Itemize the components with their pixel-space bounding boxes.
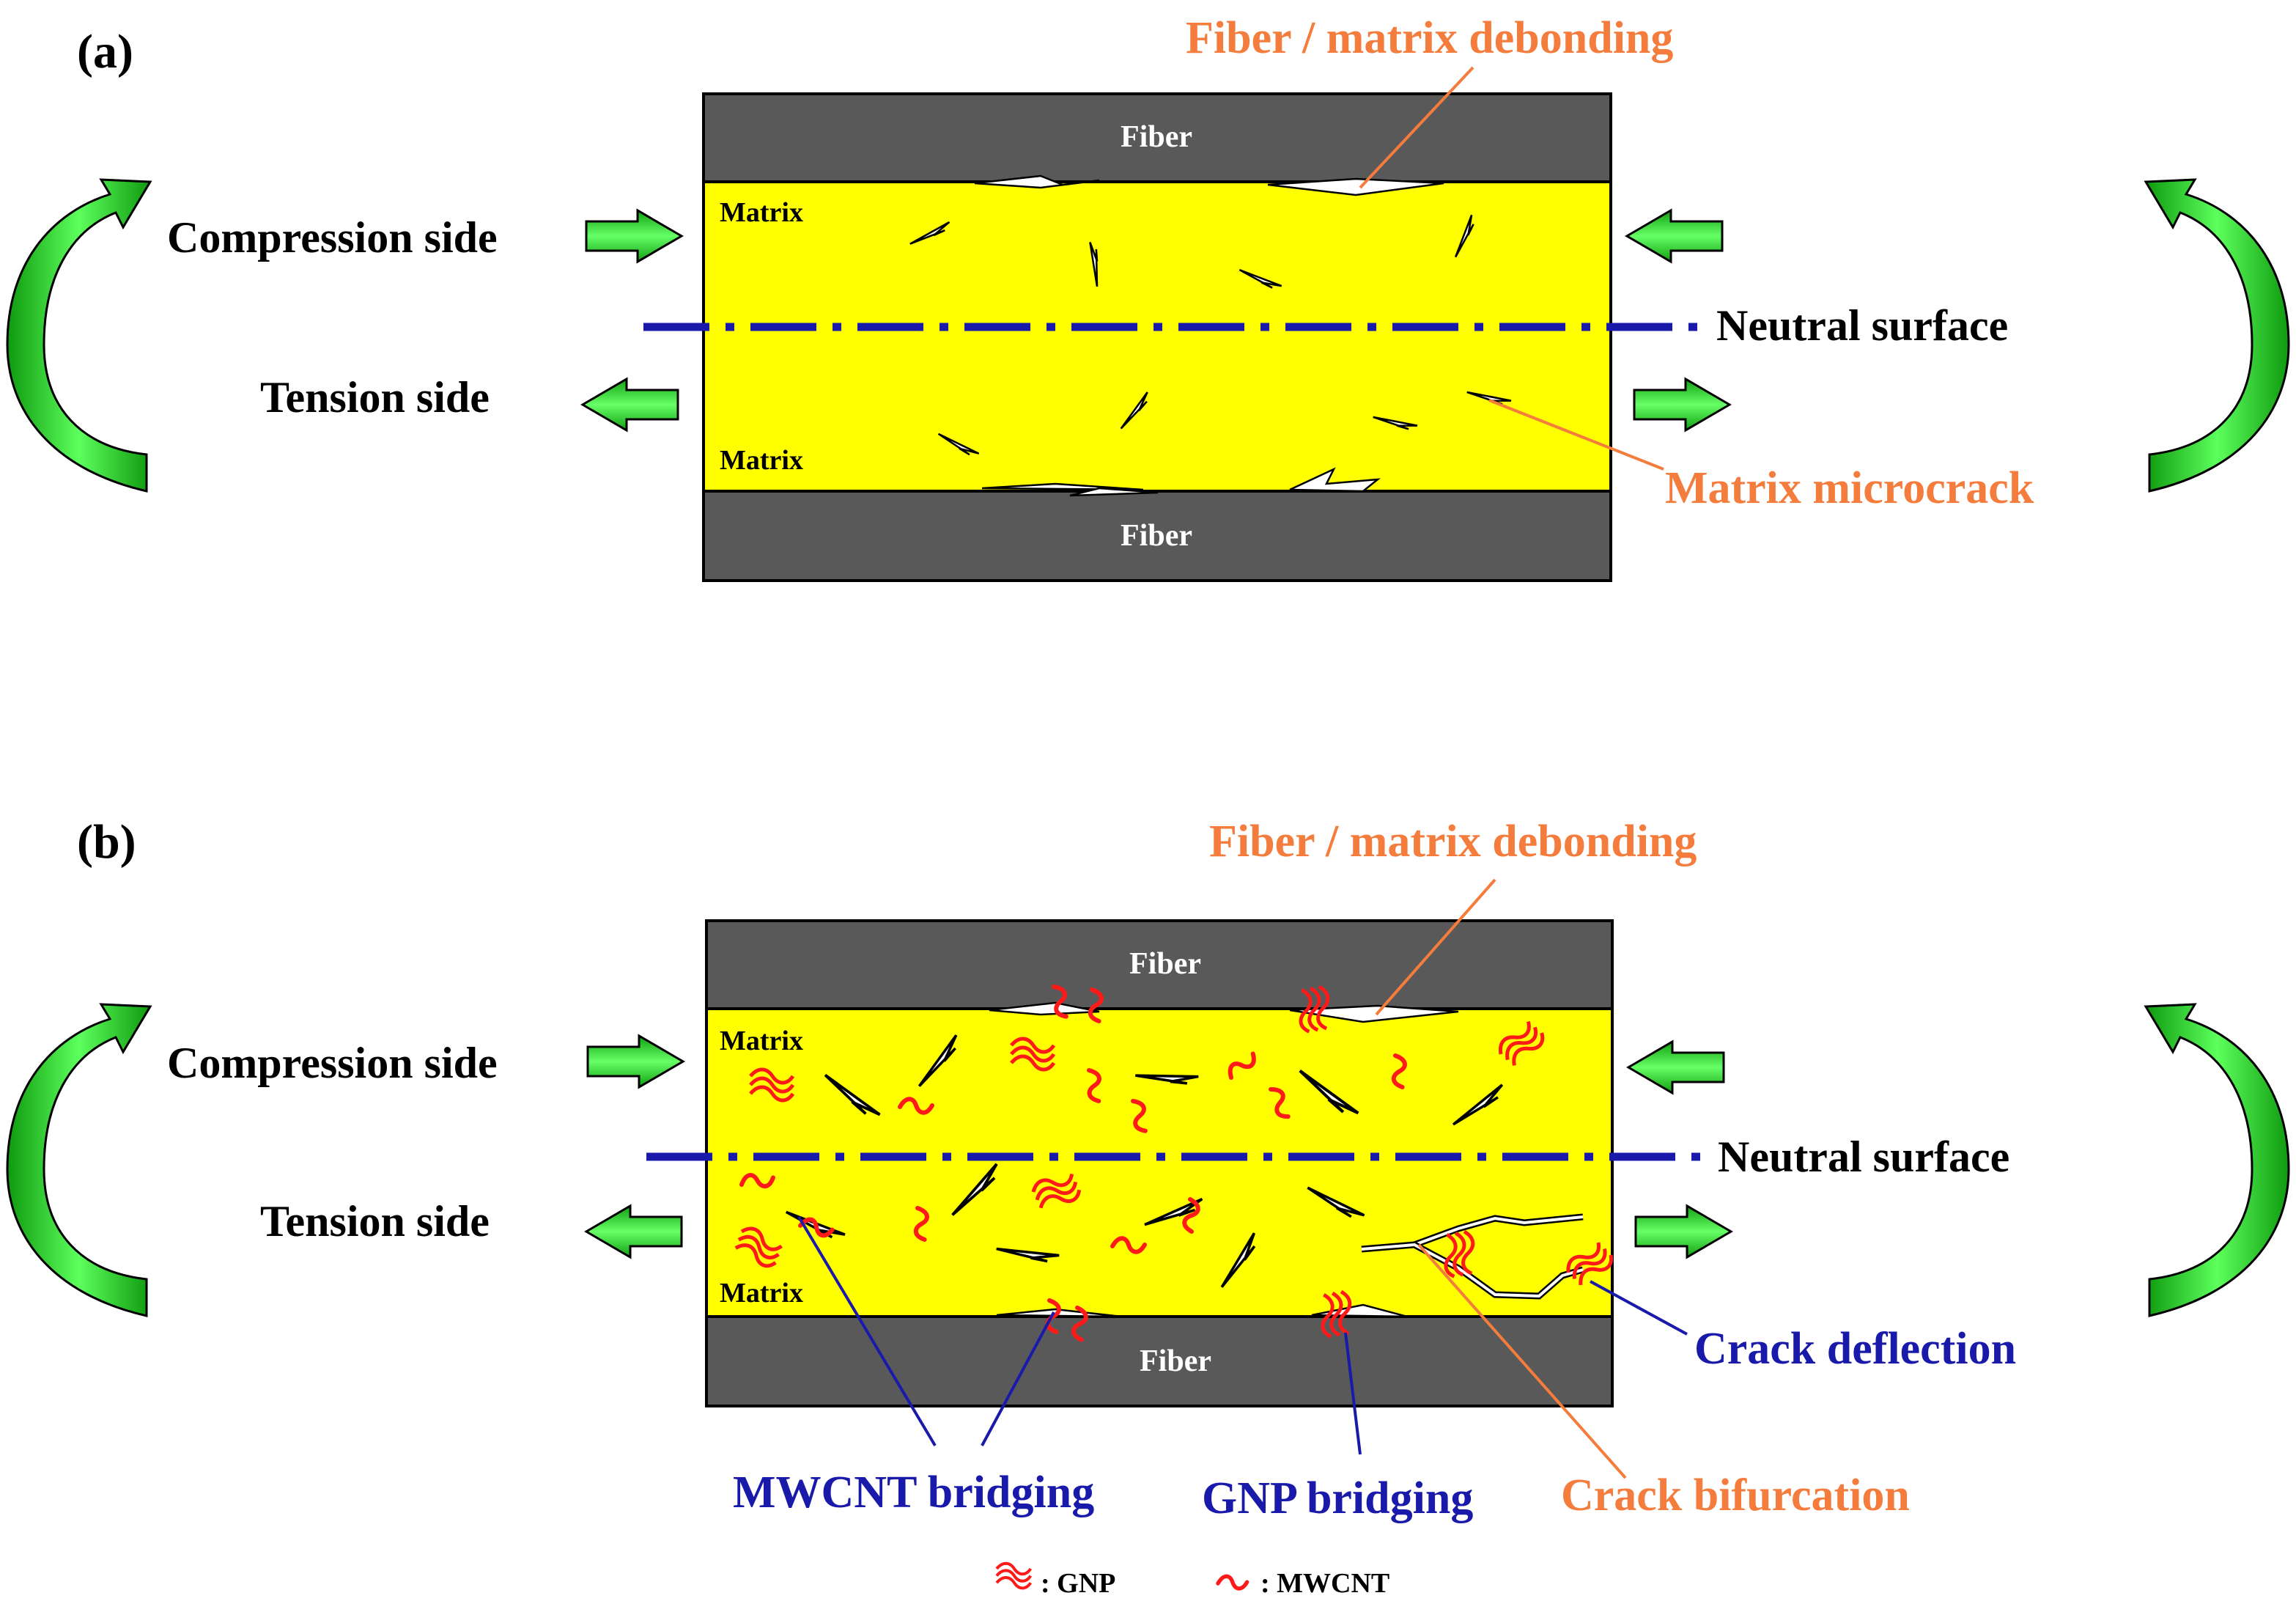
tension-arrow-right-b: [1634, 1204, 1732, 1259]
legend-mwcnt-icon: [1218, 1576, 1247, 1589]
bending-arrow-right-b: [2144, 1003, 2290, 1317]
fiber-top-label-a: Fiber: [1121, 120, 1192, 154]
matrix-b: [705, 1007, 1614, 1318]
compression-arrow-right-a: [1625, 209, 1724, 263]
bending-arrow-right-a: [2144, 178, 2290, 493]
tension-side-label-b: Tension side: [260, 1197, 490, 1245]
debond-crack: [1289, 1004, 1459, 1023]
microcrack-label-a: Matrix microcrack: [1665, 463, 2034, 513]
fiber-top-label-b: Fiber: [1129, 947, 1201, 981]
compression-side-label-a: Compression side: [167, 213, 498, 262]
legend-gnp-label: : GNP: [1041, 1568, 1115, 1599]
tension-arrow-right-a: [1633, 378, 1731, 432]
legend: : GNP : MWCNT: [997, 1564, 1389, 1599]
tension-arrow-left-b: [585, 1204, 683, 1259]
main-crack-lower-fill: [1414, 1243, 1584, 1298]
tension-arrow-left-a: [581, 378, 679, 432]
debond-crack: [989, 1001, 1100, 1016]
crack-bifurcation-leader: [1417, 1243, 1627, 1479]
tension-side-label-a: Tension side: [260, 373, 490, 422]
compression-arrow-right-b: [1627, 1040, 1725, 1094]
mwcnt-bridging-leader-1: [797, 1215, 937, 1447]
panel-a-tag: (a): [77, 25, 133, 78]
fiber-top-a: [702, 92, 1612, 183]
fiber-bottom-a: [702, 490, 1612, 582]
debonding-leader-b: [1375, 878, 1496, 1016]
neutral-surface-label-a: Neutral surface: [1716, 301, 2008, 350]
gnp-bridging-label: GNP bridging: [1202, 1473, 1473, 1523]
bending-arrow-left-b: [6, 1003, 152, 1317]
debonding-label-a: Fiber / matrix debonding: [1186, 13, 1673, 63]
compression-arrow-left-a: [585, 209, 683, 263]
crack-deflection-leader: [1590, 1280, 1688, 1336]
matrix-bottom-label-b: Matrix: [720, 1278, 803, 1309]
crack-deflection-label: Crack deflection: [1694, 1324, 2016, 1374]
panel-b: (b) Fiber Fiber Matrix Matrix: [6, 815, 2290, 1599]
bending-arrow-left-a: [6, 178, 152, 493]
panel-a: (a) Fiber Fiber Matrix Matrix Neutral su…: [6, 13, 2290, 582]
fiber-bottom-label-a: Fiber: [1121, 519, 1192, 553]
debonding-leader-a: [1359, 66, 1474, 189]
compression-arrow-left-b: [586, 1034, 684, 1089]
debond-crack: [974, 174, 1100, 189]
fiber-bottom-label-b: Fiber: [1140, 1344, 1211, 1378]
microcrack-leader-a: [1488, 399, 1664, 471]
debond-crack: [1289, 467, 1381, 493]
fiber-bottom-b: [705, 1315, 1614, 1407]
crack-bifurcation-label: Crack bifurcation: [1561, 1471, 1910, 1520]
matrix-bottom-label-a: Matrix: [720, 445, 803, 476]
mwcnt-bridging-label: MWCNT bridging: [733, 1468, 1094, 1517]
debond-crack: [1267, 177, 1444, 196]
neutral-surface-label-b: Neutral surface: [1718, 1133, 2009, 1181]
debonding-label-b: Fiber / matrix debonding: [1209, 817, 1697, 866]
compression-side-label-b: Compression side: [167, 1039, 498, 1087]
legend-mwcnt-label: : MWCNT: [1260, 1568, 1389, 1599]
panel-b-tag: (b): [77, 815, 136, 869]
matrix-top-label-a: Matrix: [720, 197, 803, 228]
matrix-a: [702, 180, 1612, 493]
legend-gnp-icon: [997, 1564, 1030, 1589]
matrix-top-label-b: Matrix: [720, 1026, 803, 1056]
mwcnt-bridging-leader-2: [981, 1311, 1055, 1446]
debond-crack: [1069, 487, 1159, 497]
gnp-bridging-leader: [1344, 1332, 1362, 1455]
main-crack-upper-fill: [1361, 1215, 1584, 1251]
